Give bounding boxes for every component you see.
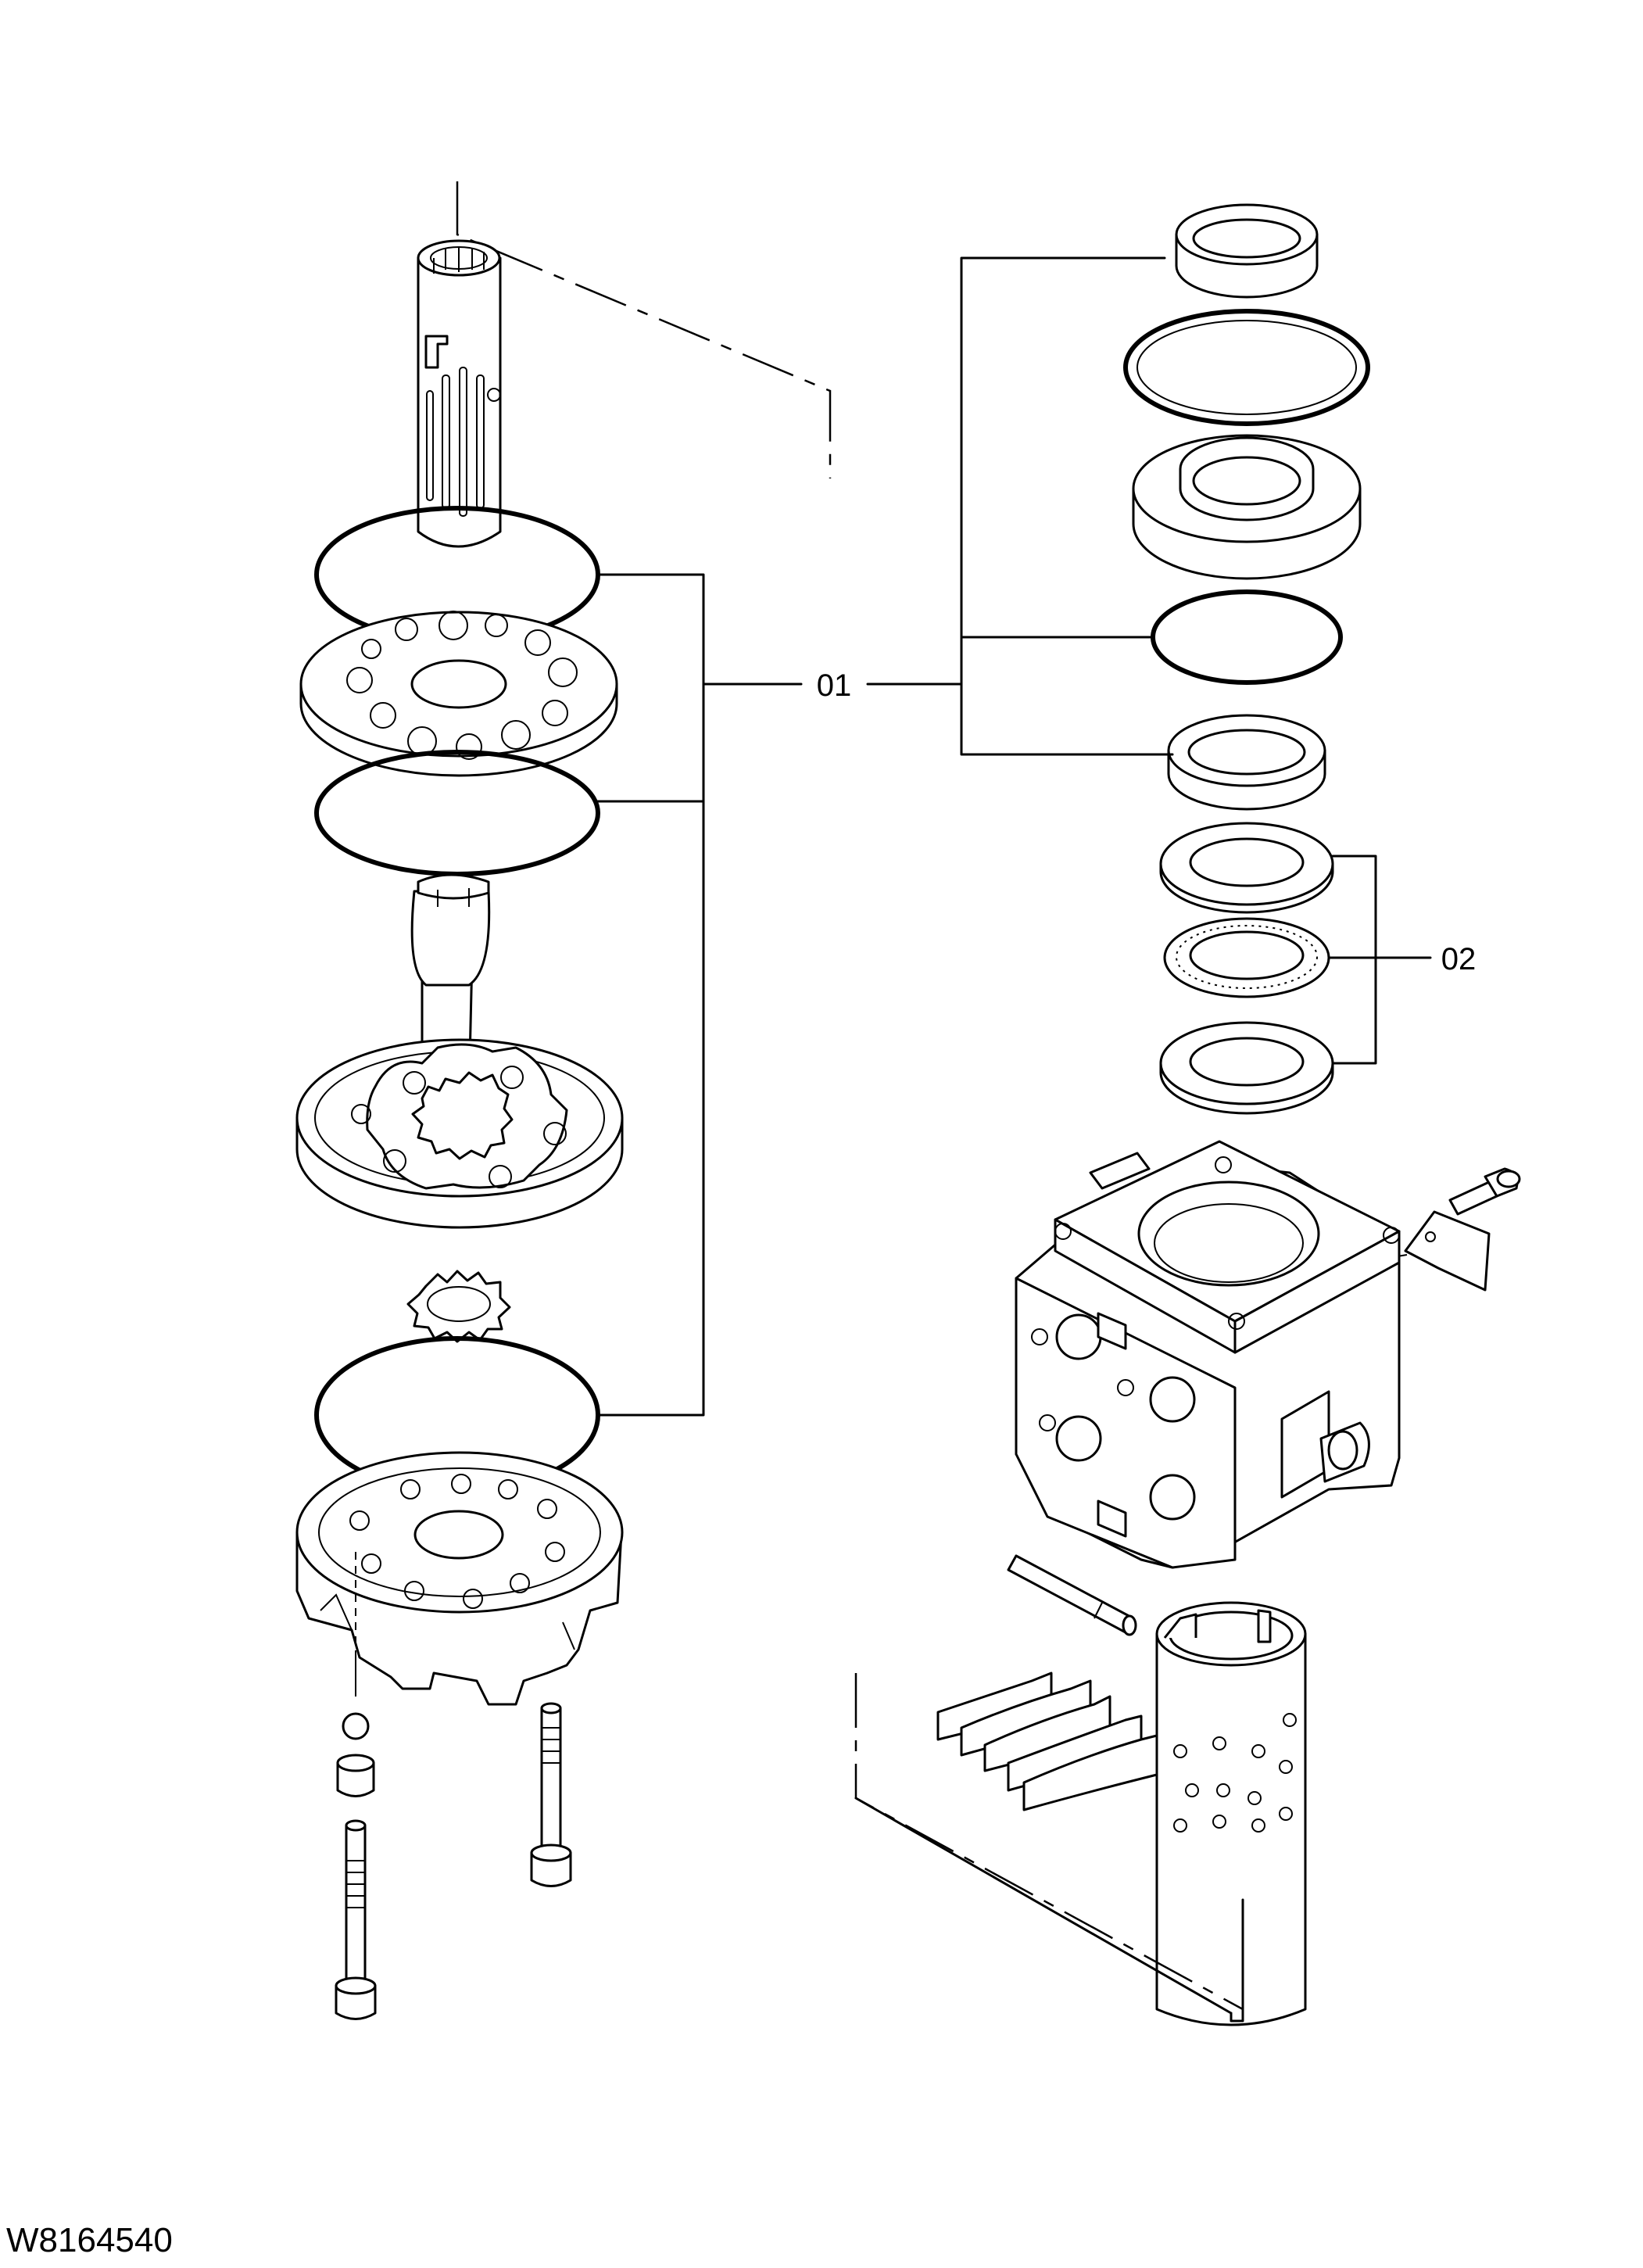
needle-bearing: [1163, 917, 1330, 998]
callout-01-label: 01: [817, 668, 852, 703]
spool-part: [417, 239, 502, 548]
bearing-washer-top: [1159, 822, 1334, 914]
leader-01-right: [866, 256, 1174, 756]
drawing-code: W8164540: [6, 2221, 173, 2259]
cross-pin: [1007, 1554, 1137, 1636]
bolt-left: [335, 1819, 377, 2020]
backup-ring: [1123, 309, 1370, 426]
leader-02: [1327, 855, 1432, 1065]
check-ball-assembly: [336, 1552, 375, 1797]
valve-sleeve: [1155, 1601, 1307, 2026]
leader-01-left: [596, 573, 803, 1417]
shaft-seal: [1132, 434, 1362, 580]
gear-set: [295, 1038, 624, 1229]
reference-line-bottom: [854, 1673, 1244, 2023]
screw: [1448, 1167, 1521, 1216]
spacer-ring: [406, 1270, 511, 1343]
seal-ring: [1167, 714, 1326, 811]
end-cover: [295, 1451, 624, 1706]
distribution-plate: [299, 611, 618, 777]
bolt-right: [530, 1702, 572, 1887]
housing: [1015, 1140, 1401, 1569]
dust-seal: [1175, 203, 1319, 299]
reference-line-top: [456, 181, 832, 478]
name-plate: [1383, 1210, 1491, 1292]
callout-02-label: 02: [1441, 942, 1477, 976]
bearing-washer-bottom: [1159, 1021, 1334, 1115]
o-ring-right: [1151, 589, 1343, 685]
centering-springs: [936, 1671, 1158, 1811]
